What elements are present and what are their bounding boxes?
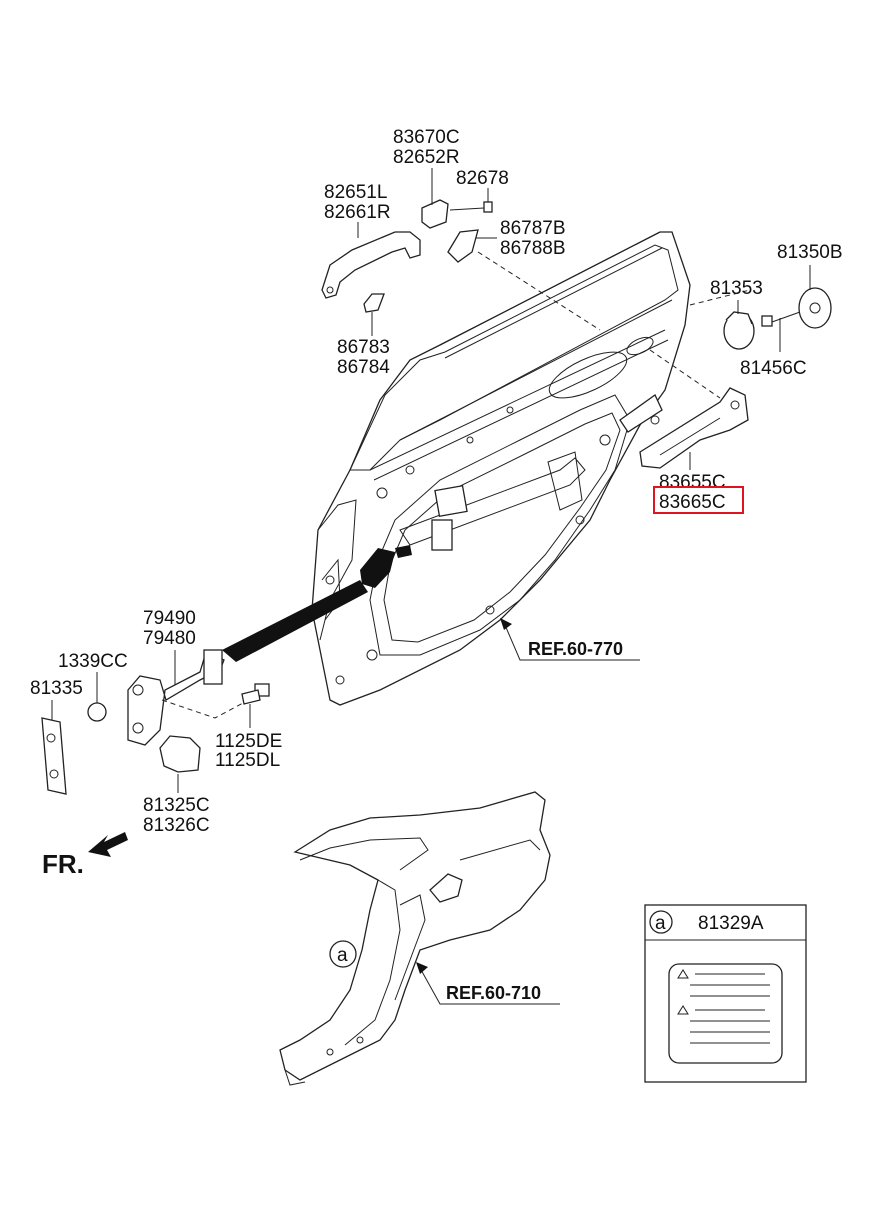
striker-bolt — [761, 311, 801, 327]
label-1339CC: 1339CC — [58, 651, 128, 672]
bushing — [87, 702, 107, 722]
outside-handle — [321, 231, 421, 299]
front-direction-label: FR. — [42, 849, 84, 879]
label-81325C: 81325C — [143, 795, 210, 816]
latch-cap — [723, 311, 755, 350]
label-callout-box: a 81329A — [644, 904, 807, 1083]
callout-box-marker: a — [655, 913, 666, 934]
label-81456C: 81456C — [740, 358, 807, 379]
label-82652R: 82652R — [393, 147, 460, 168]
part-labels: 83670C 82652R 82678 82651L 82661R 86787B… — [30, 127, 843, 879]
ref-60-770-label: REF.60-770 — [528, 639, 623, 659]
label-81326C: 81326C — [143, 815, 210, 836]
check-link-leader — [222, 580, 368, 662]
label-83670C: 83670C — [393, 127, 460, 148]
callout-marker-on-panel: a — [329, 940, 357, 968]
rear-door-panel — [311, 231, 691, 706]
warning-label-drawing — [668, 963, 783, 1064]
checker-cover — [159, 735, 201, 773]
door-checker — [127, 649, 225, 746]
label-81335: 81335 — [30, 678, 83, 699]
hinge-bracket — [41, 717, 67, 795]
door-striker — [798, 287, 832, 329]
label-81350B: 81350B — [777, 242, 843, 263]
label-1125DL: 1125DL — [215, 750, 280, 771]
handle-gasket — [447, 229, 479, 263]
checker-bolt — [241, 683, 270, 705]
label-79490: 79490 — [143, 608, 196, 629]
label-82651L: 82651L — [324, 182, 387, 203]
label-86784: 86784 — [337, 357, 390, 378]
label-86787B: 86787B — [500, 218, 566, 239]
handle-screw — [449, 201, 493, 213]
label-86788B: 86788B — [500, 238, 566, 259]
callout-box-part: 81329A — [698, 913, 764, 934]
callout-marker-text: a — [337, 945, 348, 966]
reference-60-770: REF.60-770 — [500, 618, 640, 661]
label-79480: 79480 — [143, 628, 196, 649]
label-86783: 86783 — [337, 337, 390, 358]
reference-60-710: REF.60-710 — [416, 962, 560, 1005]
label-81353: 81353 — [710, 278, 763, 299]
label-1125DE: 1125DE — [215, 731, 282, 752]
handle-bracket — [421, 199, 449, 229]
highlight-box-83665C — [653, 486, 744, 514]
label-82678: 82678 — [456, 168, 509, 189]
ref-60-710-label: REF.60-710 — [446, 983, 541, 1003]
label-82661R: 82661R — [324, 202, 391, 223]
rear-quarter-panel — [279, 791, 551, 1086]
latch-assembly-bracket — [639, 387, 749, 469]
label-83655C: 83655C — [659, 472, 726, 493]
leader-lines — [51, 168, 811, 793]
handle-cover-gasket — [363, 293, 385, 313]
front-direction-arrow — [88, 832, 128, 857]
label-83665C: 83665C — [659, 492, 726, 513]
